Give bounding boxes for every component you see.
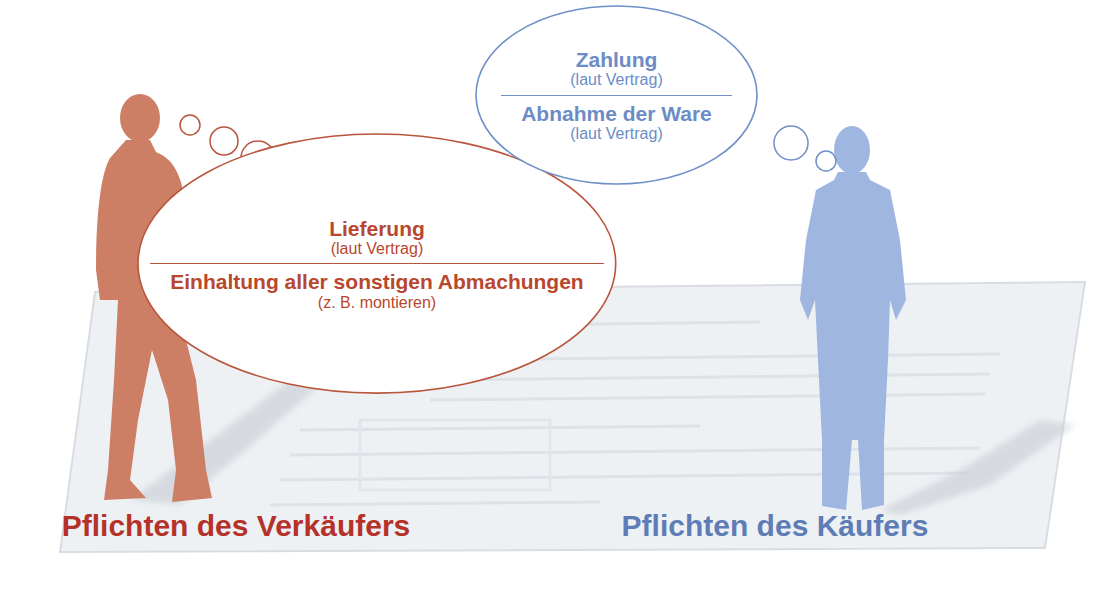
duty-note: (z. B. montieren) <box>318 294 436 312</box>
duty-title: Zahlung <box>576 48 658 71</box>
duty-note: (laut Vertrag) <box>331 240 423 258</box>
duty-note: (laut Vertrag) <box>570 125 662 143</box>
divider-line <box>501 95 732 96</box>
buyer-shadow <box>880 420 1075 515</box>
thought-bubble: Zahlung(laut Vertrag)Abnahme der Ware(la… <box>475 5 758 185</box>
bubble-text: Lieferung(laut Vertrag) Einhaltung aller … <box>170 217 583 311</box>
seller-shadow <box>130 380 320 505</box>
duty-title: Abnahme der Ware <box>521 102 712 125</box>
buyer-figure <box>800 126 906 510</box>
duty-heading: Pflichten des Käufers <box>622 509 929 543</box>
duty-heading: Pflichten des Verkäufers <box>62 509 411 543</box>
duty-note: (laut Vertrag) <box>570 71 662 89</box>
divider-line <box>150 263 603 264</box>
duty-title: Einhaltung aller sonstigen Abmachungen <box>170 270 583 293</box>
duty-title: Lieferung <box>329 217 425 240</box>
thought-bubble: Lieferung(laut Vertrag) Einhaltung aller … <box>137 133 617 394</box>
bubble-text: Zahlung(laut Vertrag)Abnahme der Ware(la… <box>521 48 712 142</box>
